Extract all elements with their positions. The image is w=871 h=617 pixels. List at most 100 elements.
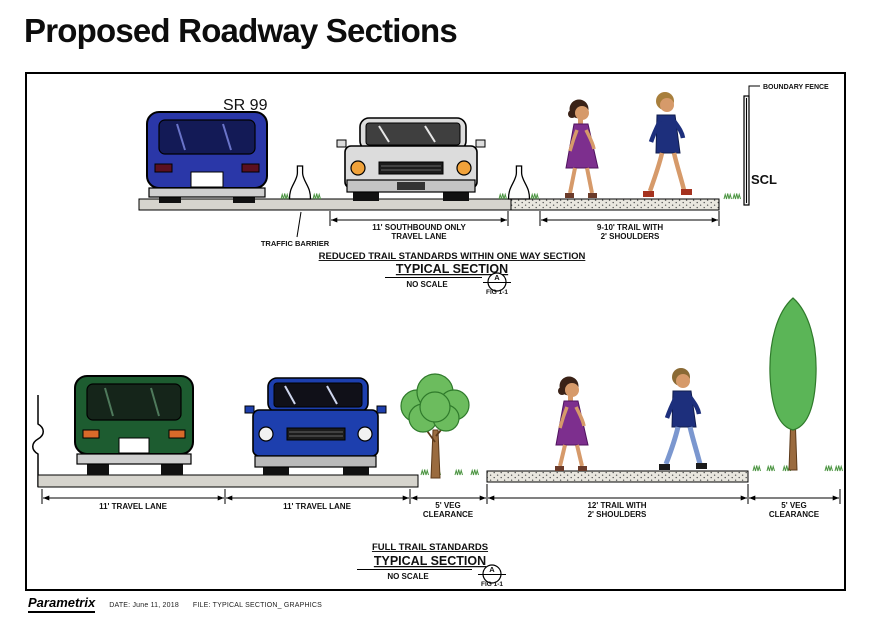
lane1-dim-label: 11' TRAVEL LANE	[99, 502, 168, 511]
section-title-bottom: FULL TRAIL STANDARDS	[372, 542, 488, 553]
taillight	[241, 163, 260, 173]
veg-left-line2: CLEARANCE	[423, 510, 474, 519]
shoe	[643, 191, 654, 197]
caption-bottom: FULL TRAIL STANDARDS TYPICAL SECTION NO …	[357, 542, 506, 588]
section-title-top: REDUCED TRAIL STANDARDS WITHIN ONE WAY S…	[319, 251, 586, 262]
canopy	[400, 373, 470, 433]
wheel	[443, 192, 469, 201]
shirt	[671, 390, 697, 428]
top-section: SR 99	[138, 84, 829, 296]
veg-right-line1: 5' VEG	[781, 501, 806, 510]
bumper	[76, 453, 192, 465]
footer-file: FILE: TYPICAL SECTION_ GRAPHICS	[192, 602, 323, 609]
headlight	[258, 426, 274, 442]
traffic-barrier-callout: TRAFFIC BARRIER	[261, 211, 330, 248]
trunk	[430, 429, 441, 479]
taillight	[154, 163, 173, 173]
caption-top: REDUCED TRAIL STANDARDS WITHIN ONE WAY S…	[319, 251, 586, 296]
front-plate	[397, 182, 425, 190]
pants	[663, 426, 681, 465]
boundary-fence: BOUNDARY FENCE	[743, 84, 829, 206]
trail-dim-line1: 9-10' TRAIL WITH	[597, 223, 663, 232]
rear-window	[86, 383, 182, 421]
face	[676, 374, 690, 388]
no-scale-bottom: NO SCALE	[387, 572, 429, 581]
shoe	[578, 466, 587, 471]
headlight	[357, 426, 373, 442]
van-rear-blue	[146, 111, 268, 203]
wheel	[263, 466, 289, 475]
grille	[378, 161, 444, 175]
trail-surface-bottom	[486, 470, 749, 483]
lane-dim-line1: 11' SOUTHBOUND ONLY	[372, 223, 466, 232]
pedestrian-woman-bottom	[555, 376, 589, 471]
shoe	[555, 466, 564, 471]
veg-left-line1: 5' VEG	[435, 501, 460, 510]
side-mirror	[244, 405, 255, 414]
headlight	[350, 160, 366, 176]
traffic-barrier-bollard	[288, 165, 312, 200]
traffic-barrier-bollard	[507, 165, 531, 200]
side-mirror	[475, 139, 486, 148]
windshield	[273, 382, 363, 408]
car-front-gray	[336, 117, 486, 201]
headlight	[456, 160, 472, 176]
boundary-fence-label: BOUNDARY FENCE	[763, 84, 829, 91]
side-mirror	[336, 139, 347, 148]
wheel	[159, 195, 181, 203]
parametrix-logo: Parametrix	[28, 595, 96, 613]
wheel	[87, 464, 109, 475]
shoe	[588, 193, 597, 198]
bottom-section: 11' TRAVEL LANE 11' TRAVEL LANE 5' VEG C…	[32, 297, 843, 588]
suv-rear-green	[74, 375, 194, 475]
shoe	[565, 193, 574, 198]
roadway-sections-drawing: SR 99	[32, 84, 843, 588]
grille	[286, 427, 346, 441]
highway-label: SR 99	[223, 97, 268, 114]
wheel	[233, 195, 255, 203]
page-title: Proposed Roadway Sections	[24, 12, 458, 49]
title-block-footer: Parametrix DATE: June 11, 2018 FILE: TYP…	[28, 595, 322, 613]
shoe	[681, 189, 692, 195]
dims-bottom: 11' TRAVEL LANE 11' TRAVEL LANE 5' VEG C…	[41, 484, 841, 519]
break-line	[32, 395, 44, 487]
taillight	[168, 429, 186, 439]
shoe	[696, 463, 707, 469]
no-scale-top: NO SCALE	[406, 280, 448, 289]
lane2-dim-label: 11' TRAVEL LANE	[283, 502, 352, 511]
pedestrian-woman-top	[565, 99, 599, 198]
trail-dim-line2: 2' SHOULDERS	[588, 510, 647, 519]
traffic-barrier-label: TRAFFIC BARRIER	[261, 239, 330, 248]
face	[660, 98, 674, 112]
canopy	[769, 297, 817, 431]
pedestrian-man-top	[643, 92, 692, 197]
license-plate	[118, 437, 150, 454]
trail-dim-line1: 12' TRAIL WITH	[587, 501, 646, 510]
wheel	[161, 464, 183, 475]
wheel	[353, 192, 379, 201]
detail-letter-top: A	[494, 273, 500, 282]
license-plate	[190, 171, 224, 188]
wheel	[343, 466, 369, 475]
roadway-surface-bottom	[37, 470, 749, 488]
diagram-frame: SR 99	[25, 72, 846, 591]
bumper	[254, 455, 377, 468]
car-front-blue	[244, 377, 387, 475]
trail-surface-top	[510, 198, 720, 211]
section-subtitle-bottom: TYPICAL SECTION	[374, 554, 486, 568]
shoe	[659, 464, 670, 470]
windshield	[365, 122, 461, 146]
fig-ref-top: FIG 1-1	[486, 289, 508, 296]
veg-right-line2: CLEARANCE	[769, 510, 820, 519]
rear-window	[158, 119, 256, 155]
tree-round	[400, 373, 470, 479]
dim-trail-top: 9-10' TRAIL WITH 2' SHOULDERS	[539, 211, 720, 241]
lane-dim-line2: TRAVEL LANE	[391, 232, 447, 241]
face	[565, 383, 579, 397]
trail-dim-line2: 2' SHOULDERS	[601, 232, 660, 241]
pedestrian-man-bottom	[659, 368, 707, 470]
dim-lane-top: 11' SOUTHBOUND ONLY TRAVEL LANE	[329, 211, 509, 241]
roadway-surface-top	[138, 198, 720, 211]
side-mirror	[376, 405, 387, 414]
